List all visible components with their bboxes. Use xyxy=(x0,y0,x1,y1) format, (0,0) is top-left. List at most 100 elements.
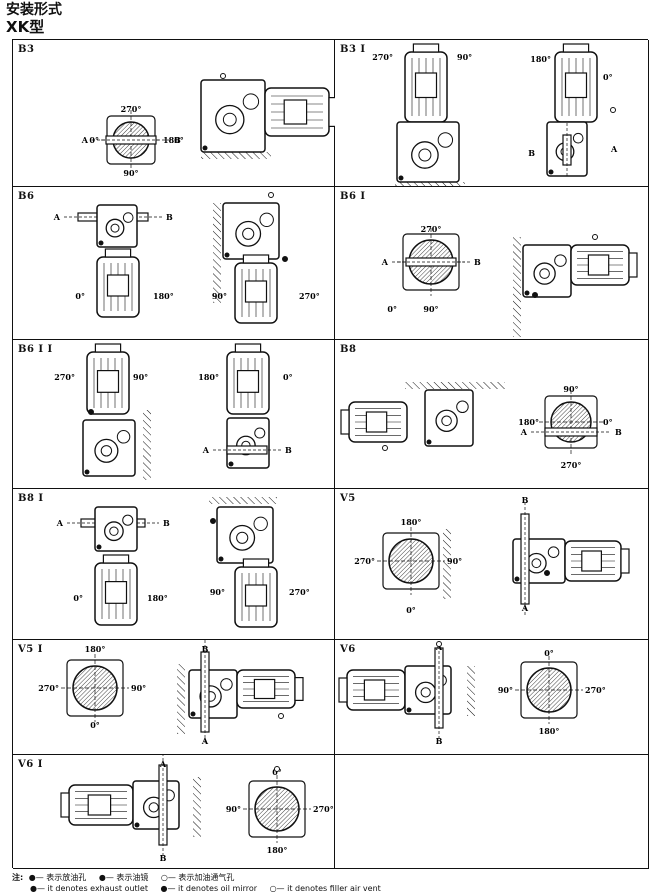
terminal-box xyxy=(414,72,438,99)
legend-text: — it denotes oil mirror xyxy=(167,884,258,893)
shaft-side-b-label: B xyxy=(615,427,622,437)
angle-0-label: 0° xyxy=(73,593,83,603)
gearbox xyxy=(216,506,274,564)
mounting-wall xyxy=(395,182,465,187)
angle-180-label: 180° xyxy=(539,726,560,736)
motor xyxy=(86,343,130,415)
mounting-position-label: B3 I xyxy=(340,44,366,55)
angle-270-label: 270° xyxy=(561,460,582,470)
gearbox xyxy=(188,669,238,719)
shaft-side-a-label: A xyxy=(53,212,61,222)
legend-text: — 表示加油通气孔 xyxy=(167,873,235,882)
title-cn: 安装形式 xyxy=(6,2,62,18)
mounting-position-label: B6 I I xyxy=(18,344,53,355)
angle-90-label: 90° xyxy=(123,168,138,178)
angle-270-label: 270° xyxy=(372,52,393,62)
angle-270-label: 270° xyxy=(121,104,142,114)
angle-270-label: 270° xyxy=(54,372,75,382)
angle-180-label: 180° xyxy=(147,593,168,603)
motor xyxy=(564,540,630,582)
legend: 注: ●— 表示放油孔 ●— 表示油镜 ○— 表示加油通气孔 ●— it den… xyxy=(12,872,648,894)
legend-text: — 表示放油孔 xyxy=(35,873,87,882)
motor xyxy=(60,784,134,826)
terminal-box xyxy=(253,678,276,700)
angle-270-label: 270° xyxy=(313,804,334,814)
shaft-side-a-label: A xyxy=(435,642,443,652)
angle-90-label: 90° xyxy=(131,683,146,693)
angle-0-label: 0° xyxy=(75,291,85,301)
shaft-side-b-label: B xyxy=(163,518,170,528)
mounting-diagram: 180°0°270°90°BA xyxy=(38,640,304,746)
filler-vent-marker xyxy=(220,73,226,79)
angle-0-label: 0° xyxy=(90,720,100,730)
motor xyxy=(226,343,270,415)
shaft-side-b-label: B xyxy=(160,853,167,863)
legend-text: — 表示油镜 xyxy=(105,873,149,882)
angle-90-label: 90° xyxy=(563,384,578,394)
shaft-side-a-label: A xyxy=(56,518,64,528)
angle-270-label: 270° xyxy=(354,556,375,566)
page-title: 安装形式 XK型 xyxy=(6,2,62,36)
legend-note: 注: xyxy=(12,873,24,882)
terminal-box xyxy=(104,580,128,604)
mounting-diagram: 180°0°270°90°BA xyxy=(354,495,630,616)
shaft-side-b-label: B xyxy=(285,445,292,455)
filler-vent-marker xyxy=(610,107,616,113)
oil-drain-marker xyxy=(548,169,554,175)
shaft-side-a-label: A xyxy=(81,135,89,145)
angle-270-label: 270° xyxy=(585,685,606,695)
gearbox xyxy=(404,665,452,715)
filled-dot-icon: ● xyxy=(98,873,106,882)
angle-180-label: 180° xyxy=(198,372,219,382)
output-shaft xyxy=(226,445,268,455)
legend-item-mirror-cn: ●— 表示油镜 xyxy=(99,872,149,883)
angle-270-label: 270° xyxy=(38,683,59,693)
shaft-side-a-label: A xyxy=(520,427,528,437)
gearbox xyxy=(132,780,180,830)
mounting-wall xyxy=(209,497,277,504)
shaft-side-b-label: B xyxy=(202,644,209,654)
shaft-side-a-label: A xyxy=(521,603,529,613)
legend-row-en: ●— it denotes exhaust outlet ●— it denot… xyxy=(12,883,648,894)
mounting-wall xyxy=(177,664,185,734)
terminal-box xyxy=(87,794,112,816)
angle-90-label: 90° xyxy=(447,556,462,566)
angle-180-label: 180° xyxy=(163,135,184,145)
mounting-diagram: AB0°180°90°270° xyxy=(60,755,334,863)
shaft-side-b-label: B xyxy=(436,736,443,746)
mounting-wall xyxy=(213,203,221,303)
oil-drain-marker xyxy=(98,240,104,246)
mounting-wall xyxy=(443,529,451,599)
filler-vent-marker xyxy=(436,641,442,647)
angle-0-label: 0° xyxy=(603,72,613,82)
terminal-box xyxy=(106,274,130,297)
mounting-diagram: AB0°180°90°270° xyxy=(338,640,606,746)
angle-180-label: 180° xyxy=(153,291,174,301)
terminal-box xyxy=(283,99,308,125)
filler-vent-marker xyxy=(274,766,280,772)
oil-drain-marker xyxy=(84,469,90,475)
legend-item-vent-en: ○— it denotes filler air vent xyxy=(270,883,381,894)
filled-dot-icon: ● xyxy=(160,884,168,893)
oil-marker xyxy=(532,292,538,298)
terminal-box xyxy=(244,584,268,607)
mounting-position-label: B8 I xyxy=(18,493,44,504)
mounting-wall xyxy=(201,152,271,159)
oil-drain-marker xyxy=(514,576,520,582)
oil-drain-marker xyxy=(426,439,432,445)
mounting-position-label: B6 xyxy=(18,191,35,202)
legend-text: — it denotes exhaust outlet xyxy=(36,884,148,893)
angle-180-label: 180° xyxy=(267,845,288,855)
output-shaft xyxy=(105,135,157,145)
filler-vent-marker xyxy=(382,445,388,451)
shaft-side-b-label: B xyxy=(174,135,181,145)
gearbox xyxy=(396,121,460,183)
